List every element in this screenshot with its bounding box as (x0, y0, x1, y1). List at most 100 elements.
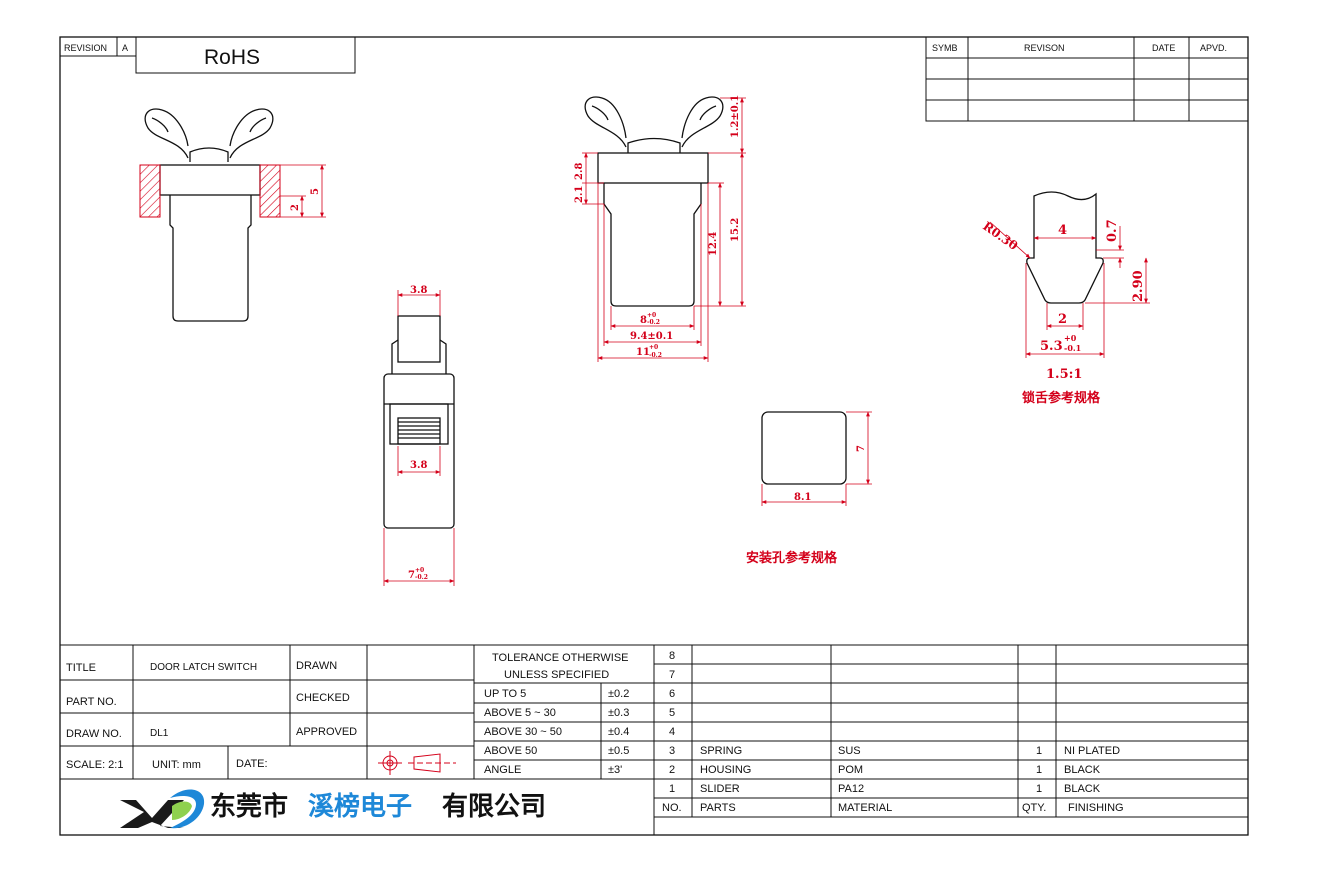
parts-header-qty: QTY. (1022, 802, 1046, 814)
parts-row-1-finishing: BLACK (1064, 783, 1101, 795)
tol-value-1: ±0.2 (608, 688, 629, 700)
dim-tongue-tip: 2 (1058, 312, 1067, 327)
revision-table (925, 36, 1249, 122)
dim-total-height: 15.2 (730, 218, 741, 242)
part-no-label: PART NO. (66, 696, 117, 708)
parts-row-3-qty: 1 (1036, 745, 1042, 757)
side-view-dims (383, 290, 455, 586)
rev-col-revison: REVISON (1024, 43, 1065, 53)
rev-col-symb: SYMB (932, 43, 958, 53)
dim-shoulder-a: 2.1 (574, 186, 585, 203)
hole-reference-note: 安装孔参考规格 (746, 550, 838, 566)
tol-range-1: UP TO 5 (484, 688, 526, 700)
dim-tongue-height: 2.90 (1131, 270, 1146, 302)
projection-symbol-icon (378, 751, 456, 775)
company-name-3: 有限公司 (442, 792, 546, 822)
dim-tongue-radius: R0.30 (980, 219, 1020, 253)
parts-row-3-part: SPRING (700, 745, 742, 757)
rev-col-date: DATE (1152, 43, 1175, 53)
parts-row-1-qty: 1 (1036, 783, 1042, 795)
parts-no-4: 4 (669, 726, 675, 738)
installed-view-dims (280, 164, 326, 218)
parts-row-1-part: SLIDER (700, 783, 740, 795)
parts-row-2-material: POM (838, 764, 863, 776)
dim-base-width-tol-lower: -0.2 (647, 319, 660, 326)
dim-clip-small: 2 (290, 204, 301, 211)
dim-tongue-step: 0.7 (1105, 219, 1120, 242)
dim-top-width-tol-upper: +0 (649, 344, 658, 351)
dim-body-width: 7 (408, 570, 415, 581)
revision-value: A (122, 43, 128, 53)
parts-no-6: 6 (669, 688, 675, 700)
tongue-reference-note: 锁舌参考规格 (1022, 390, 1101, 406)
title-block-grid (60, 644, 1248, 835)
dim-tongue-top-width: 4 (1058, 223, 1067, 238)
parts-row-3-finishing: NI PLATED (1064, 745, 1120, 757)
dim-inner-height: 12.4 (708, 232, 719, 256)
dim-tongue-base-tol-lower: -0.1 (1064, 343, 1081, 353)
parts-row-1-no: 1 (669, 783, 675, 795)
parts-header-finishing: FINISHING (1068, 802, 1124, 814)
date-label: DATE: (236, 758, 268, 770)
tol-range-3: ABOVE 30 ~ 50 (484, 726, 562, 738)
rohs-label: RoHS (204, 46, 260, 69)
dim-shoulder-b: 2.8 (574, 163, 585, 180)
installed-front-view (144, 108, 274, 322)
dim-tongue-base-tol-upper: +0 (1064, 333, 1077, 343)
parts-row-2-part: HOUSING (700, 764, 751, 776)
parts-no-7: 7 (669, 669, 675, 681)
front-view-dims (582, 97, 746, 362)
dim-top-width-tol-lower: -0.2 (649, 352, 662, 359)
parts-row-3-material: SUS (838, 745, 861, 757)
dim-hole-height: 7 (856, 445, 867, 452)
title-value: DOOR LATCH SWITCH (150, 662, 257, 673)
dim-wing-height: 1.2±0.1 (730, 95, 741, 138)
tol-value-3: ±0.4 (608, 726, 629, 738)
parts-row-3-no: 3 (669, 745, 675, 757)
tol-range-2: ABOVE 5 ~ 30 (484, 707, 556, 719)
dim-tongue-base: 5.3 (1040, 339, 1063, 354)
tolerance-heading-1: TOLERANCE OTHERWISE (492, 652, 629, 664)
approved-label: APPROVED (296, 726, 357, 738)
unit-label: UNIT: mm (152, 759, 201, 771)
revision-box (60, 36, 356, 74)
dim-base-width-tol-upper: +0 (647, 312, 656, 319)
tongue-detail-dims (989, 221, 1150, 358)
title-label: TITLE (66, 662, 96, 674)
mounting-hole (761, 411, 847, 485)
tol-value-2: ±0.3 (608, 707, 629, 719)
side-view (383, 315, 455, 529)
parts-header-no: NO. (662, 802, 682, 814)
front-view (584, 96, 724, 307)
company-name-1: 东莞市 (210, 791, 288, 822)
scale-label: SCALE: 2:1 (66, 759, 123, 771)
parts-row-2-no: 2 (669, 764, 675, 776)
rev-col-apvd: APVD. (1200, 43, 1227, 53)
company-name-2: 溪榜电子 (308, 791, 412, 822)
dim-body-width-tol-lower: -0.2 (415, 574, 428, 581)
draw-no-value: DL1 (150, 728, 169, 739)
tol-value-4: ±0.5 (608, 745, 629, 757)
dim-clip-large: 5 (310, 188, 321, 195)
dim-hole-width: 8.1 (794, 492, 811, 503)
parts-row-2-finishing: BLACK (1064, 764, 1101, 776)
parts-row-1-material: PA12 (838, 783, 864, 795)
parts-no-5: 5 (669, 707, 675, 719)
tongue-detail (1026, 191, 1104, 304)
tol-range-5: ANGLE (484, 764, 521, 776)
parts-header-parts: PARTS (700, 802, 736, 814)
dim-base-width: 8 (640, 315, 647, 326)
drawn-label: DRAWN (296, 660, 337, 672)
draw-no-label: DRAW NO. (66, 728, 122, 740)
tolerance-heading-2: UNLESS SPECIFIED (504, 669, 609, 681)
parts-header-material: MATERIAL (838, 802, 892, 814)
checked-label: CHECKED (296, 692, 350, 704)
dim-top-width: 11 (636, 347, 650, 358)
dim-tab-top: 3.8 (410, 285, 427, 296)
company-logo (120, 789, 205, 829)
tol-value-5: ±3' (608, 764, 622, 776)
detail-scale: 1.5:1 (1046, 367, 1082, 382)
revision-label: REVISION (64, 43, 107, 53)
